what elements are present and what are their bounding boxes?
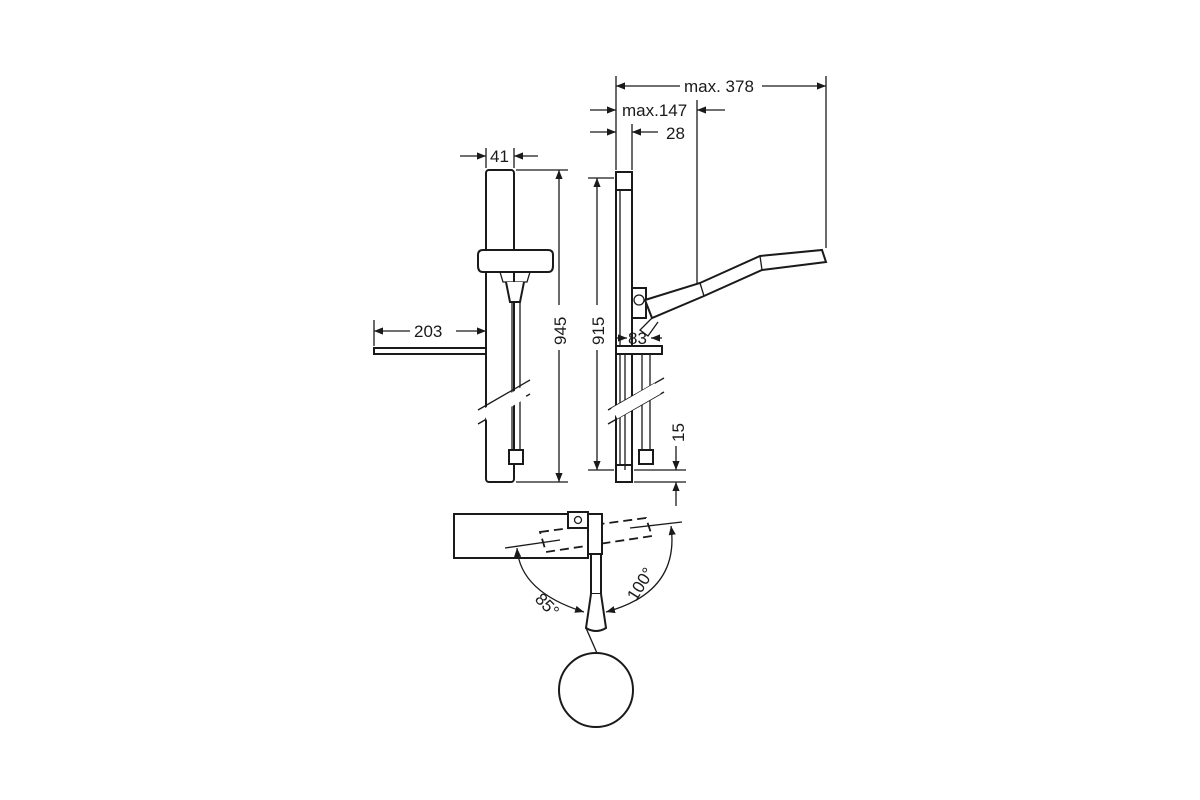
dim-41-label: 41	[490, 147, 509, 166]
shelf-swung-dashed	[538, 517, 654, 554]
dim-28-label: 28	[666, 124, 685, 143]
dim-915-label: 915	[589, 317, 608, 345]
dim-max-147-label: max.147	[622, 101, 687, 120]
shelf-side	[615, 345, 663, 355]
shower-head-front	[477, 249, 554, 273]
dim-15-label: 15	[669, 423, 688, 442]
top-view: 85° 100°	[453, 511, 683, 728]
dim-83-label: 83	[628, 329, 647, 348]
side-view: max. 378 max.147 28 915 83 15	[588, 76, 828, 506]
break-line	[477, 379, 531, 411]
rail-front	[485, 169, 515, 483]
dim-945-label: 945	[551, 317, 570, 345]
dim-max-378-label: max. 378	[684, 77, 754, 96]
holder-side	[631, 287, 647, 319]
rail-side	[615, 171, 633, 483]
shower-head-top	[558, 652, 634, 728]
shelf-front	[373, 347, 489, 355]
angle-100-label: 100°	[623, 564, 658, 604]
front-view: 41 203 945	[373, 147, 570, 483]
angle-85-label: 85°	[531, 589, 563, 621]
hand-shower-side	[643, 248, 828, 320]
dim-203-label: 203	[414, 322, 442, 341]
